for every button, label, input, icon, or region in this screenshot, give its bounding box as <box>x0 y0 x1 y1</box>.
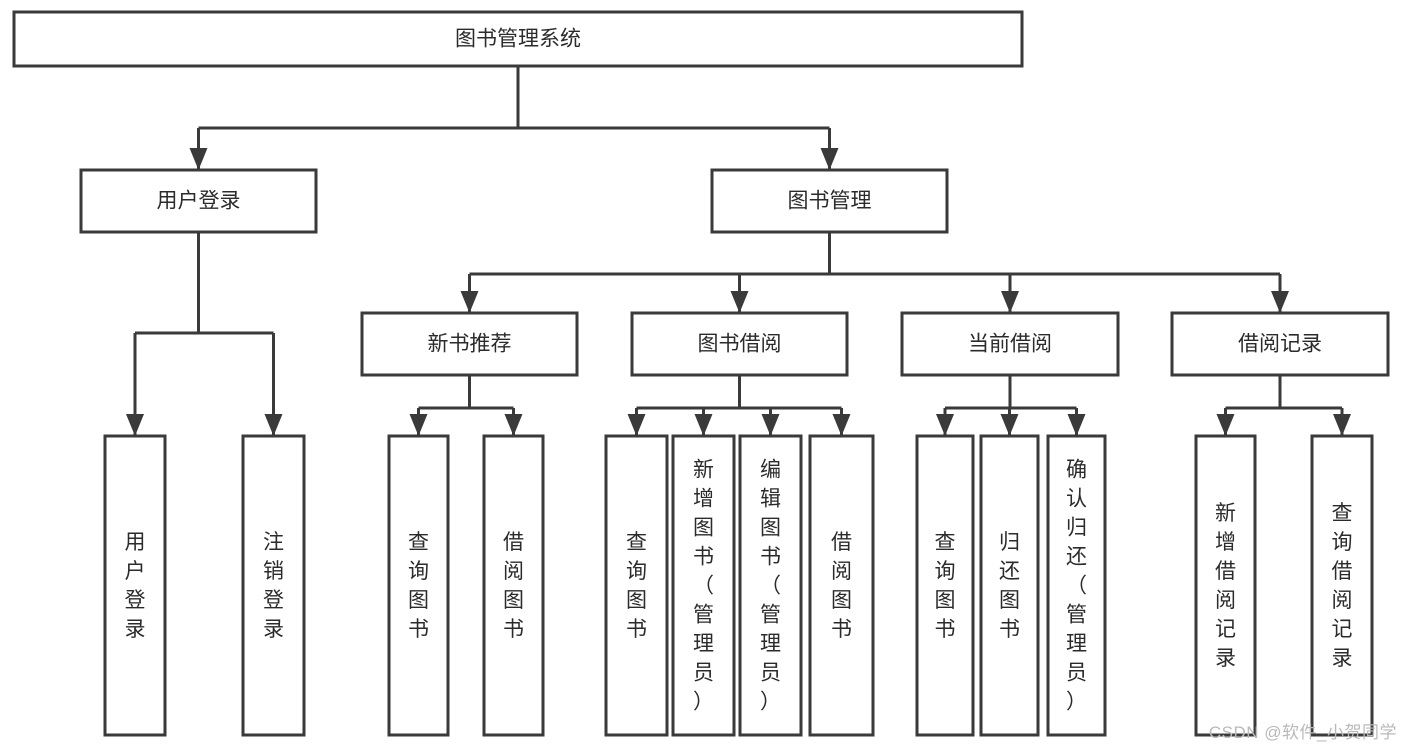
node-query-book-2[interactable]: 查询图书 <box>604 434 669 737</box>
node-box <box>1046 434 1107 737</box>
arrow-head-icon <box>730 291 749 313</box>
node-current-borrow[interactable]: 当前借阅 <box>900 311 1120 377</box>
arrow-head-icon <box>761 414 780 436</box>
node-box <box>900 311 1120 377</box>
node-box <box>808 434 875 737</box>
node-label: 借阅图书 <box>503 531 524 641</box>
node-label: 图书管理 <box>788 190 872 213</box>
node-label: 新书推荐 <box>428 333 512 356</box>
node-box <box>387 434 450 737</box>
node-user-login-do[interactable]: 用户登录 <box>103 434 167 737</box>
node-label: 归还图书 <box>999 531 1020 641</box>
node-label: 确认归还（管理员） <box>1066 459 1087 714</box>
node-box <box>1194 434 1257 737</box>
node-box <box>1310 434 1374 737</box>
node-box <box>482 434 545 737</box>
node-add-book-admin[interactable]: 新增图书（管理员） <box>671 434 736 737</box>
node-label: 查询图书 <box>408 531 429 641</box>
arrow-head-icon <box>1333 414 1351 436</box>
node-label: 用户登录 <box>125 531 146 641</box>
node-user-logout[interactable]: 注销登录 <box>241 434 306 737</box>
node-borrow-book-1[interactable]: 借阅图书 <box>482 434 545 737</box>
node-borrow-book-2[interactable]: 借阅图书 <box>808 434 875 737</box>
node-add-borrow-record[interactable]: 新增借阅记录 <box>1194 434 1257 737</box>
node-box <box>671 434 736 737</box>
arrow-head-icon <box>832 414 851 436</box>
node-box <box>710 168 949 234</box>
node-label: 新增借阅记录 <box>1215 502 1236 670</box>
node-book-borrow[interactable]: 图书借阅 <box>630 311 849 377</box>
node-label: 图书借阅 <box>698 333 782 356</box>
node-label: 查询图书 <box>935 531 956 641</box>
node-label: 图书管理系统 <box>455 28 581 51</box>
arrow-head-icon <box>1001 291 1019 313</box>
node-label: 借阅记录 <box>1238 333 1322 356</box>
node-label: 查询借阅记录 <box>1332 502 1353 670</box>
node-edit-book-admin[interactable]: 编辑图书（管理员） <box>738 434 803 737</box>
node-label: 查询图书 <box>626 531 647 641</box>
arrow-head-icon <box>820 148 839 170</box>
node-new-book-recommend[interactable]: 新书推荐 <box>360 311 579 377</box>
arrow-head-icon <box>264 414 283 436</box>
node-box <box>103 434 167 737</box>
arrow-head-icon <box>409 414 428 436</box>
arrow-head-icon <box>126 414 144 436</box>
node-borrow-record[interactable]: 借阅记录 <box>1170 311 1390 377</box>
node-return-book[interactable]: 归还图书 <box>979 434 1040 737</box>
node-box <box>241 434 306 737</box>
node-box <box>630 311 849 377</box>
node-user-login[interactable]: 用户登录 <box>79 168 318 234</box>
node-book-manage[interactable]: 图书管理 <box>710 168 949 234</box>
arrow-head-icon <box>694 414 713 436</box>
node-box <box>12 10 1024 68</box>
node-box <box>604 434 669 737</box>
node-label: 注销登录 <box>263 531 284 641</box>
node-box <box>915 434 975 737</box>
arrow-head-icon <box>189 148 208 170</box>
node-query-book-1[interactable]: 查询图书 <box>387 434 450 737</box>
node-query-borrow-record[interactable]: 查询借阅记录 <box>1310 434 1374 737</box>
node-box <box>1170 311 1390 377</box>
arrow-head-icon <box>460 291 479 313</box>
arrow-head-icon <box>1216 414 1235 436</box>
arrow-head-icon <box>1271 291 1289 313</box>
arrow-head-icon <box>936 414 954 436</box>
arrow-head-icon <box>627 414 646 436</box>
node-box <box>979 434 1040 737</box>
node-label: 当前借阅 <box>968 333 1052 356</box>
arrow-head-icon <box>504 414 523 436</box>
arrow-head-icon <box>1000 414 1019 436</box>
node-label: 编辑图书（管理员） <box>760 459 781 714</box>
node-label: 借阅图书 <box>831 531 852 641</box>
node-label: 用户登录 <box>157 190 241 213</box>
node-box <box>738 434 803 737</box>
node-query-book-3[interactable]: 查询图书 <box>915 434 975 737</box>
node-confirm-return-admin[interactable]: 确认归还（管理员） <box>1046 434 1107 737</box>
node-label: 新增图书（管理员） <box>693 459 714 714</box>
arrow-head-icon <box>1067 414 1086 436</box>
node-root[interactable]: 图书管理系统 <box>12 10 1024 68</box>
